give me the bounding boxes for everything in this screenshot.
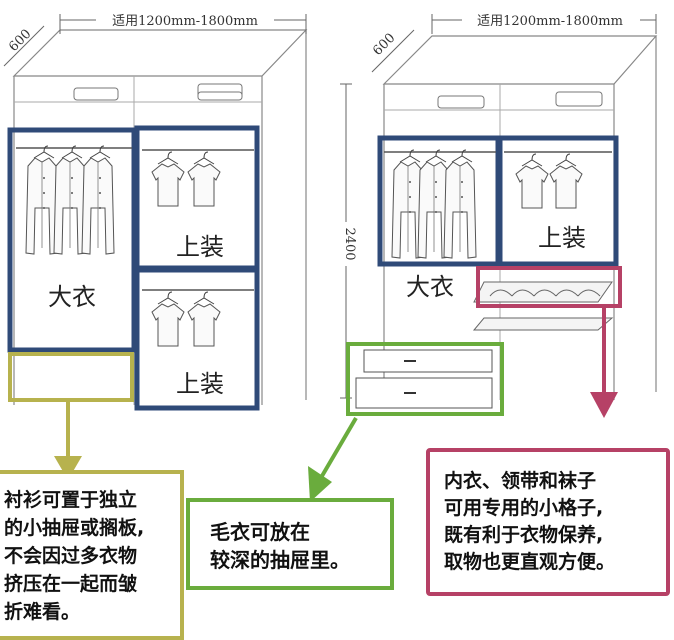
left-top1-label: 上装: [176, 233, 224, 261]
right-wardrobe: 适用1200mm-1800mm 600 2400 大衣 上装: [308, 10, 658, 502]
right-top-label: 上装: [538, 224, 586, 252]
callout-line: 不会因过多衣物: [4, 545, 138, 567]
shirt-storage-callout: 衬衫可置于独立 的小抽屉或搁板, 不会因过多衣物 挤压在一起而皱 折难看。: [0, 470, 184, 640]
callout-line: 既有利于衣物保养,: [444, 524, 604, 546]
right-depth-dimension: 600: [370, 31, 398, 59]
right-height-dimension: 2400: [342, 227, 357, 260]
callout-line: 挤压在一起而皱: [4, 573, 138, 595]
callout-line: 衬衫可置于独立: [4, 489, 138, 511]
left-top2-label: 上装: [176, 370, 224, 398]
right-width-dimension: 适用1200mm-1800mm: [477, 14, 623, 29]
left-depth-dimension: 600: [6, 27, 34, 55]
callout-line: 可用专用的小格子,: [444, 497, 604, 519]
callout-line: 的小抽屉或搁板,: [4, 517, 145, 539]
right-coat-label: 大衣: [406, 273, 454, 301]
sweater-storage-callout: 毛衣可放在 较深的抽屉里。: [186, 498, 394, 590]
callout-line: 内衣、领带和袜子: [444, 470, 597, 492]
callout-line: 折难看。: [4, 601, 81, 623]
callout-line: 较深的抽屉里。: [210, 548, 350, 572]
callout-line: 毛衣可放在: [210, 520, 310, 544]
underwear-storage-callout: 内衣、领带和袜子 可用专用的小格子, 既有利于衣物保养, 取物也更直观方便。: [426, 448, 670, 596]
left-wardrobe: 适用1200mm-1800mm 600 大衣 上装 上装: [3, 10, 308, 480]
callout-line: 取物也更直观方便。: [444, 551, 616, 573]
left-width-dimension: 适用1200mm-1800mm: [112, 14, 258, 29]
left-coat-label: 大衣: [48, 283, 96, 311]
